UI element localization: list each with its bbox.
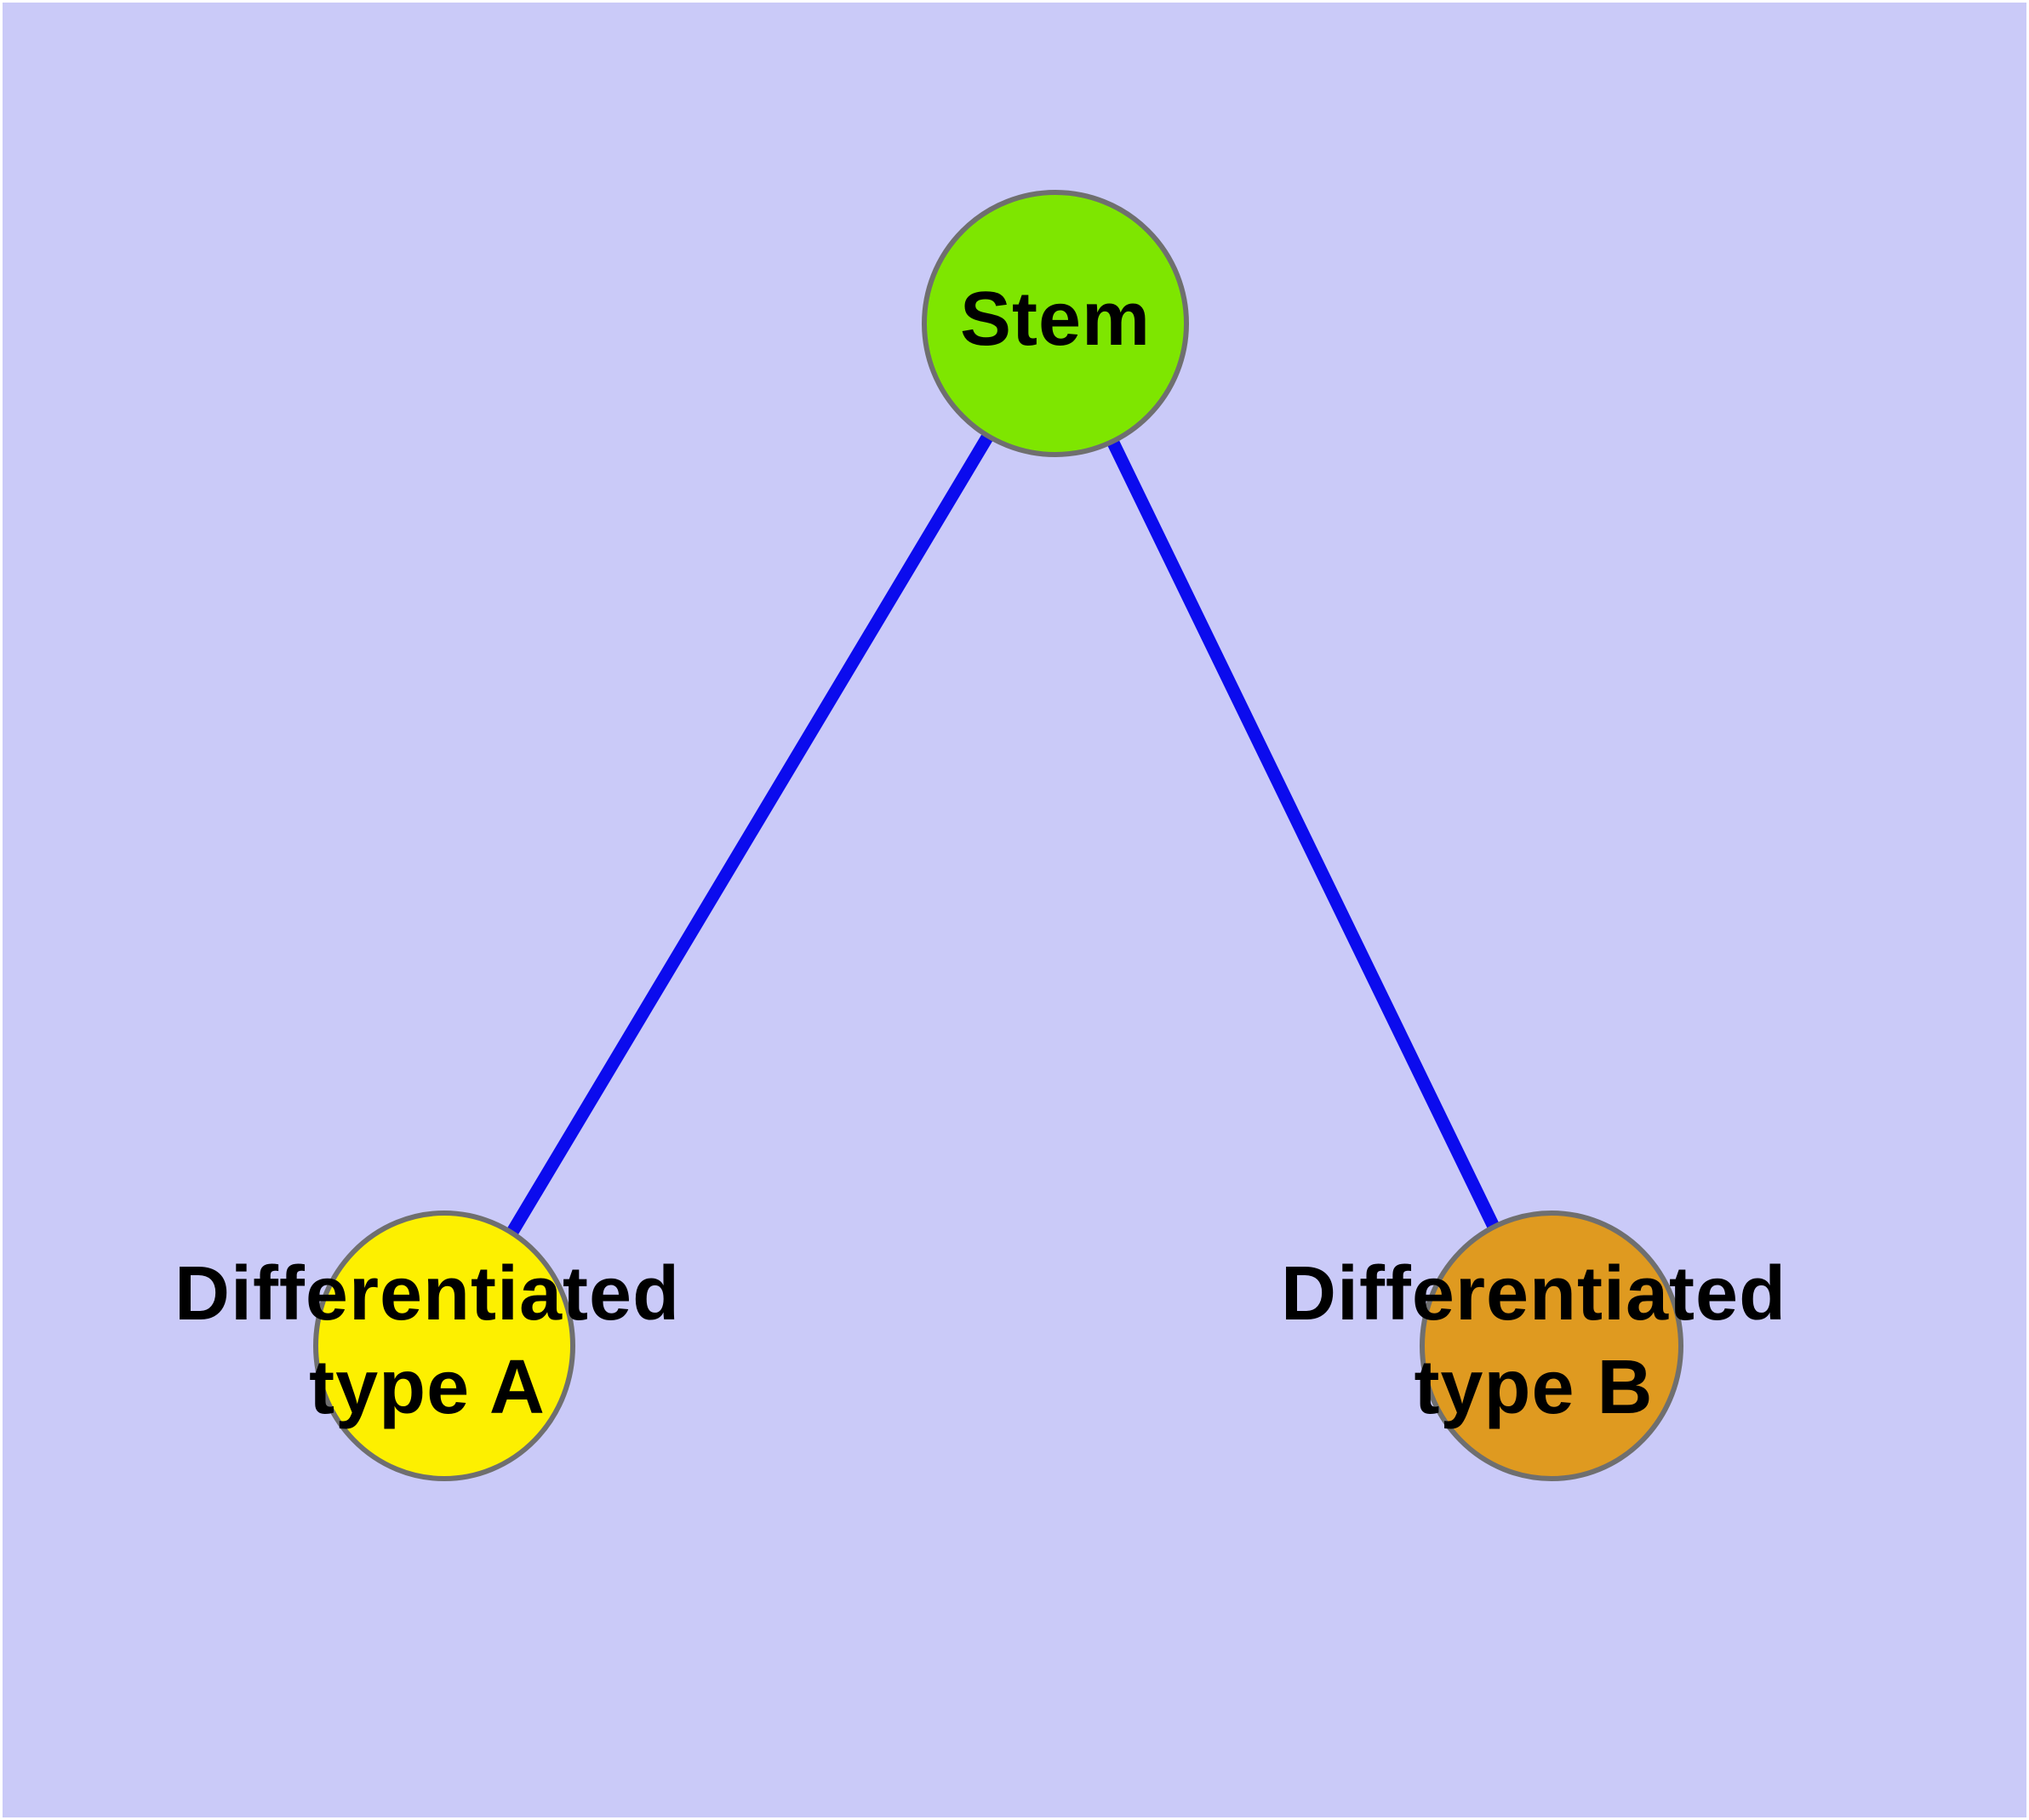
node-type-a-label-line-2: type A xyxy=(309,1345,546,1430)
edge-stem-to-type-b xyxy=(1049,320,1557,1349)
node-type-a-circle xyxy=(313,1210,575,1481)
node-type-b-label-line-1: Differentiated xyxy=(1280,1251,1787,1336)
edge-stem-to-type-a xyxy=(438,320,1061,1349)
node-type-b-label-line-2: type B xyxy=(1414,1345,1654,1430)
node-type-b-circle xyxy=(1420,1210,1683,1481)
node-stem-label: Stem xyxy=(960,272,1151,366)
node-type-b-label: Differentiated type B xyxy=(1281,1247,1786,1434)
cell-differentiation-diagram xyxy=(3,3,2026,1817)
node-stem-label-line: Stem xyxy=(959,277,1152,362)
node-type-a-label-line-1: Differentiated xyxy=(174,1251,681,1336)
node-stem-circle xyxy=(922,190,1189,457)
node-type-a-label: Differentiated type A xyxy=(174,1247,680,1434)
